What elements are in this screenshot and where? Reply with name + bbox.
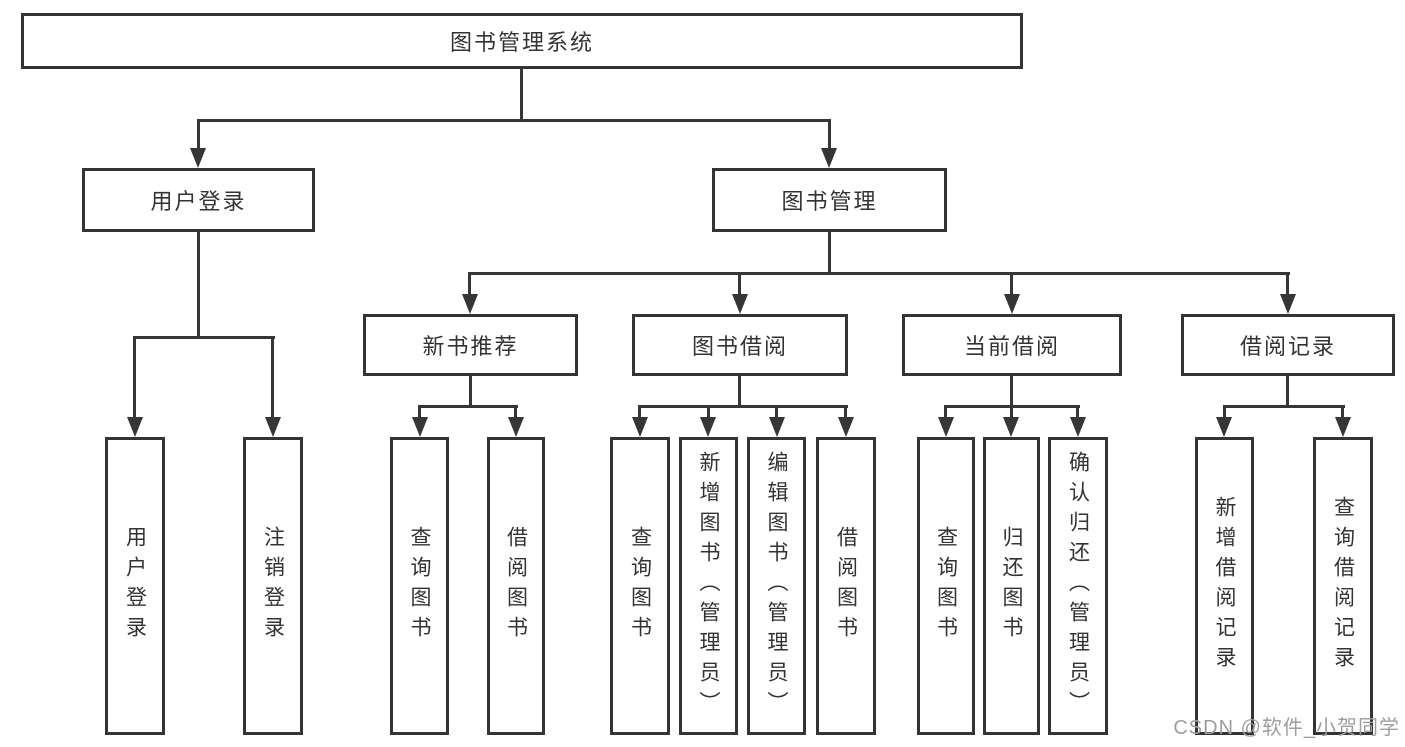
- arrowhead-down-icon: [265, 417, 281, 437]
- arrowhead-down-icon: [838, 417, 854, 437]
- arrowhead-down-icon: [127, 417, 143, 437]
- node-label: 图书借阅: [691, 334, 788, 359]
- node-current-borrow: 当前借阅: [902, 314, 1122, 376]
- arrowhead-down-icon: [190, 148, 206, 168]
- node-label: 当前借阅: [963, 334, 1060, 359]
- connector-line: [134, 336, 275, 339]
- node-label: 查询图书: [934, 526, 958, 646]
- node-label: 用户登录: [123, 526, 147, 646]
- connector-line: [1223, 405, 1345, 408]
- arrowhead-down-icon: [508, 417, 524, 437]
- connector-line: [639, 405, 848, 408]
- arrowhead-down-icon: [412, 417, 428, 437]
- connector-line: [469, 272, 1290, 275]
- node-borrow-books-2: 借阅图书: [816, 437, 876, 735]
- connector-line: [418, 405, 518, 408]
- arrowhead-down-icon: [732, 294, 748, 314]
- connector-line: [707, 405, 710, 419]
- connector-line: [1076, 405, 1079, 419]
- node-label: 查询图书: [628, 526, 652, 646]
- connector-line: [1341, 405, 1344, 419]
- arrowhead-down-icon: [938, 417, 954, 437]
- node-label: 编辑图书（管理员）: [765, 451, 788, 721]
- node-label: 图书管理: [781, 189, 878, 214]
- node-add-books-admin: 新增图书（管理员）: [679, 437, 738, 735]
- arrowhead-down-icon: [1216, 417, 1232, 437]
- node-label: 新增图书（管理员）: [697, 451, 720, 721]
- node-label: 借阅记录: [1239, 334, 1336, 359]
- node-label: 归还图书: [1000, 526, 1023, 646]
- arrowhead-down-icon: [1004, 294, 1020, 314]
- node-add-borrow-record: 新增借阅记录: [1195, 437, 1254, 735]
- connector-line: [1010, 405, 1013, 419]
- node-user-login: 用户登录: [82, 168, 315, 232]
- node-label: 确认归还（管理员）: [1066, 451, 1090, 721]
- node-new-book-recommend: 新书推荐: [363, 314, 578, 376]
- connector-line: [469, 376, 472, 408]
- node-label: 图书管理系统: [449, 30, 594, 55]
- connector-line: [468, 272, 471, 296]
- connector-line: [197, 119, 831, 122]
- node-book-management: 图书管理: [712, 168, 947, 232]
- node-book-borrow: 图书借阅: [632, 314, 848, 376]
- node-label: 查询借阅记录: [1331, 496, 1355, 676]
- node-query-borrow-record: 查询借阅记录: [1313, 437, 1373, 735]
- connector-line: [828, 119, 831, 150]
- node-logout: 注销登录: [243, 437, 303, 735]
- arrowhead-down-icon: [1070, 417, 1086, 437]
- node-user-login-leaf: 用户登录: [105, 437, 165, 735]
- node-root-library-system: 图书管理系统: [21, 13, 1023, 69]
- connector-line: [775, 405, 778, 419]
- connector-line: [844, 405, 847, 419]
- connector-line: [1286, 376, 1289, 408]
- node-label: 查询图书: [408, 526, 431, 646]
- connector-line: [1010, 272, 1013, 296]
- connector-line: [520, 69, 523, 119]
- connector-line: [1286, 272, 1289, 296]
- connector-line: [944, 405, 947, 419]
- connector-line: [133, 336, 136, 419]
- connector-line: [1010, 376, 1013, 408]
- node-borrow-books-1: 借阅图书: [487, 437, 545, 735]
- connector-line: [738, 376, 741, 408]
- arrowhead-down-icon: [821, 148, 837, 168]
- connector-line: [197, 119, 200, 150]
- arrowhead-down-icon: [1003, 417, 1019, 437]
- arrowhead-down-icon: [700, 417, 716, 437]
- connector-line: [197, 232, 200, 339]
- node-label: 注销登录: [261, 526, 285, 646]
- node-query-books-3: 查询图书: [917, 437, 975, 735]
- connector-line: [638, 405, 641, 419]
- connector-line: [1223, 405, 1226, 419]
- node-label: 用户登录: [150, 189, 247, 214]
- arrowhead-down-icon: [1280, 294, 1296, 314]
- node-query-books-1: 查询图书: [390, 437, 449, 735]
- node-label: 新书推荐: [422, 334, 519, 359]
- node-query-books-2: 查询图书: [610, 437, 670, 735]
- connector-line: [418, 405, 421, 419]
- connector-line: [514, 405, 517, 419]
- connector-line: [828, 232, 831, 275]
- arrowhead-down-icon: [1335, 417, 1351, 437]
- node-borrow-records: 借阅记录: [1181, 314, 1395, 376]
- node-label: 新增借阅记录: [1213, 496, 1236, 676]
- node-label: 借阅图书: [504, 526, 528, 646]
- arrowhead-down-icon: [462, 294, 478, 314]
- connector-line: [738, 272, 741, 296]
- arrowhead-down-icon: [769, 417, 785, 437]
- connector-line: [271, 336, 274, 419]
- csdn-watermark: CSDN @软件_小贺同学: [1173, 717, 1400, 739]
- node-edit-books-admin: 编辑图书（管理员）: [747, 437, 806, 735]
- node-confirm-return-admin: 确认归还（管理员）: [1048, 437, 1108, 735]
- node-return-books: 归还图书: [983, 437, 1040, 735]
- arrowhead-down-icon: [632, 417, 648, 437]
- node-label: 借阅图书: [834, 526, 858, 646]
